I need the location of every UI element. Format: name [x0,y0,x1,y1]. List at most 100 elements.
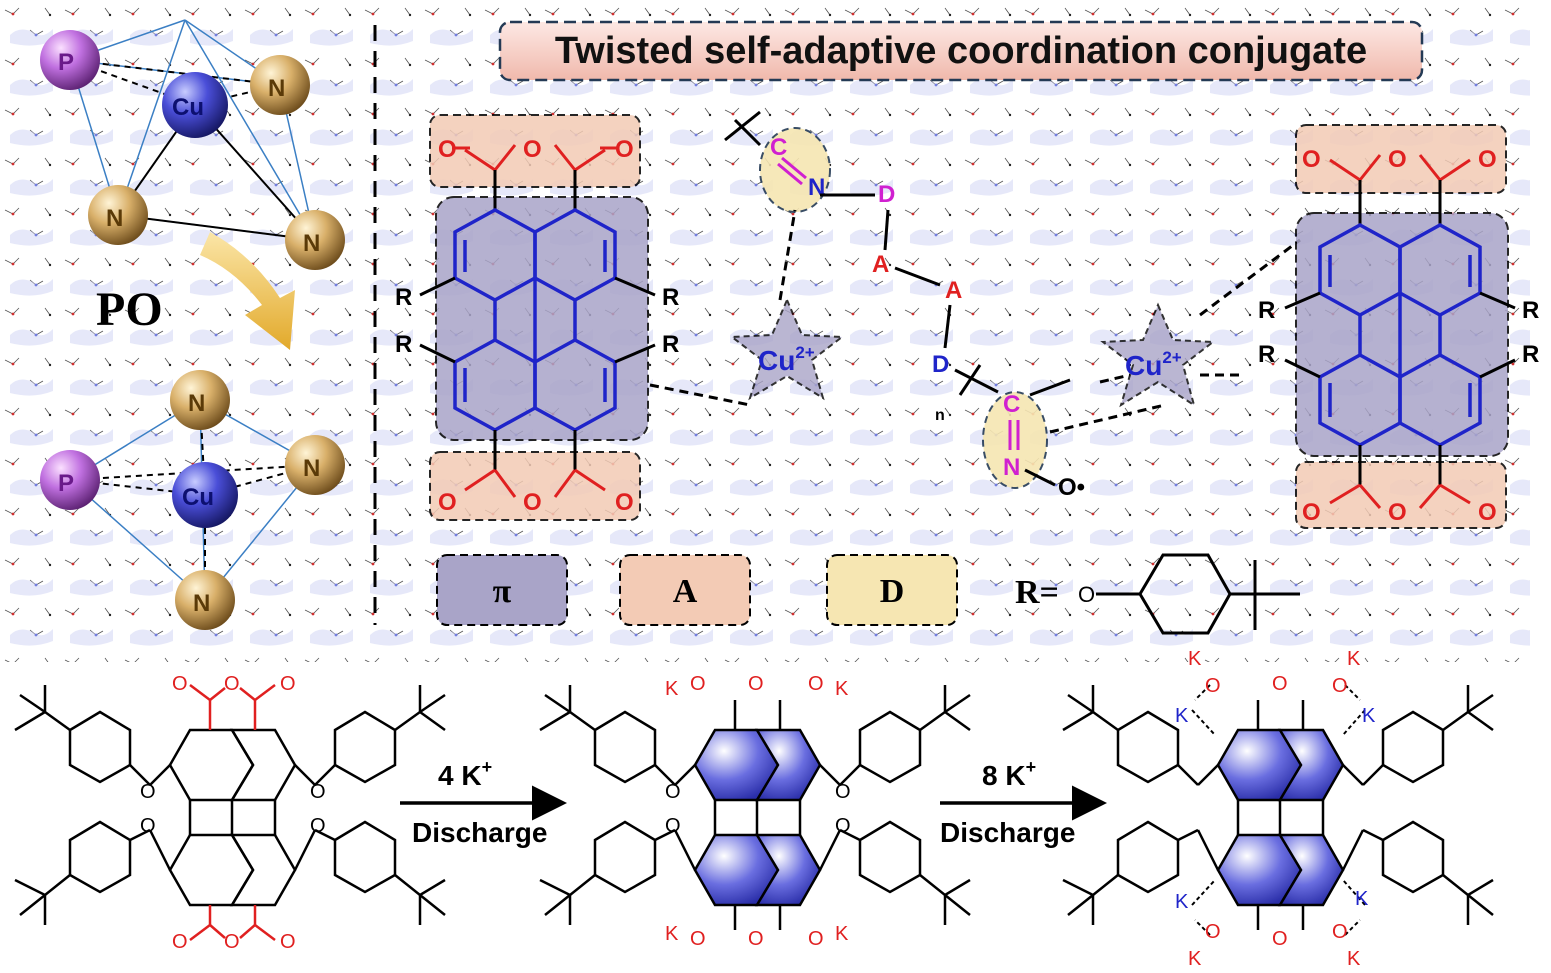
r-label-3: R [662,284,679,311]
legend-pi: π [493,573,512,610]
n-atom-top-3 [285,210,345,270]
a-box-bottom-left [429,451,641,521]
step2-label: Discharge [940,817,1075,848]
m2-ko-6: O [808,928,824,950]
title-text: Twisted self-adaptive coordination conju… [555,30,1367,72]
n-atom-bot-3 [175,570,235,630]
cu-atom-top [162,72,228,138]
legend-a-box [619,554,751,626]
po-label: PO [96,283,163,336]
r-label-1: R [395,284,412,311]
n-label-bot-2: N [303,455,320,482]
o-label-6: O [615,489,634,516]
m3-kb-3: K [1175,891,1189,913]
molecule-2: O O O O K O O O K K O O O K [539,673,971,950]
m3-ko-1: O [1205,675,1221,697]
legend-d: D [880,573,905,610]
r-label-7: R [1522,297,1539,324]
n-subscript: n [935,407,945,424]
oxy-radical: O• [1058,474,1085,501]
r-label-6: R [1258,341,1275,368]
m3-ko-3: O [1332,675,1348,697]
a-label-1: A [872,251,889,278]
legend-d-box [826,554,958,626]
cu-atom-bot [172,462,238,528]
cu-label-bot: Cu [182,484,214,511]
d-label-2: D [932,351,949,378]
r-label-4: R [662,331,679,358]
m2-ko-2: O [748,673,764,695]
r-label-8: R [1522,341,1539,368]
o-label-3: O [615,136,634,163]
n-label-top-3: N [303,230,320,257]
pdi-unit-left: O O O O O O R R [395,114,679,521]
o-label-9: O [1478,146,1497,173]
m1-ro-1: O [172,673,188,695]
molecule-1: O O O O O O O O O O [14,673,446,953]
step2-reagent: 8 K+ [982,757,1036,791]
m2-k-1: K [665,678,679,700]
m3-k-3: K [1188,948,1202,970]
m1-ro-4: O [172,931,188,953]
m2-ko-5: O [748,928,764,950]
coord-top: P Cu N N N [40,19,345,270]
o-label-5: O [523,489,542,516]
m2-o-1: O [665,781,681,803]
transform-arrow [200,232,295,350]
o-label-1: O [438,136,457,163]
a-box-top-left [429,114,641,188]
a-box-top-right [1295,124,1507,194]
step1-label: Discharge [412,817,547,848]
n-label-chain-top: N [808,174,825,201]
m3-ko-6: O [1332,921,1348,943]
o-label-10: O [1302,499,1321,526]
o-label-7: O [1302,146,1321,173]
legend-r-o: O [1078,582,1095,607]
m3-k-2: K [1347,648,1361,670]
cu-star-right [1100,302,1216,408]
cu-star-left [729,297,845,401]
pdi-unit-right: O O O O O O R R R R [1258,124,1539,529]
c-label-top: C [770,134,787,161]
n-label-bot-3: N [193,590,210,617]
n-label-bot-1: N [188,390,205,417]
m3-kb-1: K [1175,705,1189,727]
p-label-top: P [58,49,74,76]
m1-ro-2: O [224,673,240,695]
n-atom-bot-1 [170,370,230,430]
m1-ro-6: O [280,931,296,953]
m3-kb-4: K [1355,888,1369,910]
m2-k-2: K [835,678,849,700]
n-label-chain-bot: N [1003,454,1020,481]
m2-o-2: O [835,781,851,803]
title-box [498,20,1424,82]
m2-k-4: K [835,923,849,945]
m2-o-4: O [835,815,851,837]
m2-o-3: O [665,815,681,837]
m2-k-3: K [665,923,679,945]
o-label-12: O [1478,499,1497,526]
m1-o-1: O [140,781,156,803]
m1-ro-5: O [224,931,240,953]
legend-pi-box [436,554,568,626]
a-label-2: A [945,277,962,304]
m2-ko-3: O [808,673,824,695]
n-atom-top-2 [88,185,148,245]
bottom-panel-bg [0,662,1551,973]
p-atom-top [40,30,100,90]
o-label-4: O [438,489,457,516]
legend: π A D R= O [436,553,1300,635]
o-label-11: O [1388,499,1407,526]
c-label-bot: C [1003,391,1020,418]
cu-ion-left: Cu2+ [758,343,815,376]
n-atom-bot-2 [285,435,345,495]
p-atom-bot [40,450,100,510]
background-texture [0,0,1530,662]
molecule-3: K O O O K K K K K O O O K K [1062,648,1494,970]
m3-k-1: K [1188,648,1202,670]
d-label-1: D [878,181,895,208]
m1-o-3: O [140,815,156,837]
m3-ko-4: O [1205,921,1221,943]
